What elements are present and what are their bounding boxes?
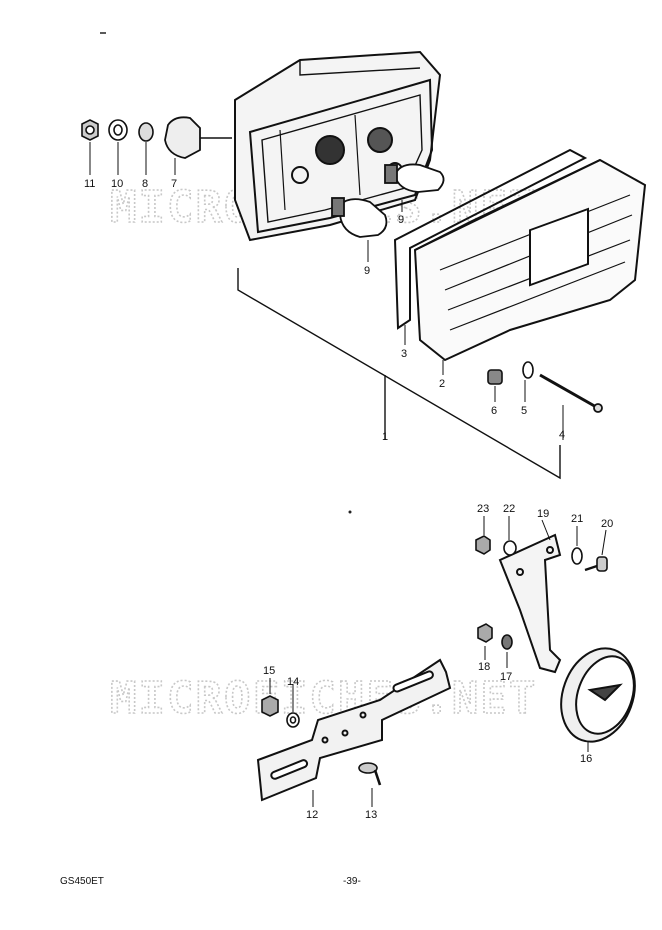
callout-14: 14 — [287, 676, 299, 688]
socket-part-7 — [164, 116, 232, 159]
callout-16: 16 — [580, 753, 592, 765]
callout-12: 12 — [306, 809, 318, 821]
callout-4: 4 — [559, 429, 565, 441]
washer-part-22 — [503, 540, 517, 556]
nut-part-11 — [81, 119, 99, 141]
callout-9-upper: 9 — [398, 214, 404, 226]
washer-part-17 — [501, 634, 513, 650]
bolt-part-20 — [584, 556, 608, 572]
leader-lines — [89, 142, 607, 807]
callout-22: 22 — [503, 503, 515, 515]
bracket-part-19 — [498, 533, 562, 674]
callout-18: 18 — [478, 661, 490, 673]
lens-part-2 — [413, 158, 647, 362]
washer-part-14 — [286, 712, 300, 728]
bulb-upper — [384, 163, 445, 193]
callout-8: 8 — [142, 178, 148, 190]
callout-3: 3 — [401, 348, 407, 360]
nut-part-23 — [475, 535, 491, 555]
footer-page-number: -39- — [343, 876, 361, 887]
callout-15: 15 — [263, 665, 275, 677]
callout-5: 5 — [521, 405, 527, 417]
callout-23: 23 — [477, 503, 489, 515]
callout-19: 19 — [537, 508, 549, 520]
callout-21: 21 — [571, 513, 583, 525]
callout-2: 2 — [439, 378, 445, 390]
callout-1: 1 — [382, 431, 388, 443]
footer-model: GS450ET — [60, 876, 104, 887]
screw-part-4 — [539, 373, 603, 413]
nut-part-18 — [477, 623, 493, 643]
cap-part-6 — [487, 369, 503, 385]
license-bracket-part-12 — [256, 658, 452, 802]
callout-13: 13 — [365, 809, 377, 821]
watermark-bottom: MICROFICHES.NET — [110, 673, 537, 724]
bulb-lower — [331, 197, 388, 238]
callout-20: 20 — [601, 518, 613, 530]
callout-7: 7 — [171, 178, 177, 190]
callout-17: 17 — [500, 671, 512, 683]
spacer-part-8 — [138, 122, 154, 142]
nut-part-15 — [261, 695, 279, 717]
taillight-base — [234, 50, 442, 242]
callout-6: 6 — [491, 405, 497, 417]
callout-9-lower: 9 — [364, 265, 370, 277]
washer-part-5 — [522, 361, 534, 379]
washer-part-21 — [571, 547, 583, 565]
callout-11: 11 — [84, 178, 95, 190]
washer-part-10 — [108, 119, 128, 141]
bolt-part-13 — [358, 762, 382, 786]
callout-10: 10 — [111, 178, 123, 190]
assembly-bracket-part-1 — [237, 268, 561, 480]
gasket-part-3 — [393, 148, 588, 330]
reflector-part-16 — [560, 647, 636, 743]
